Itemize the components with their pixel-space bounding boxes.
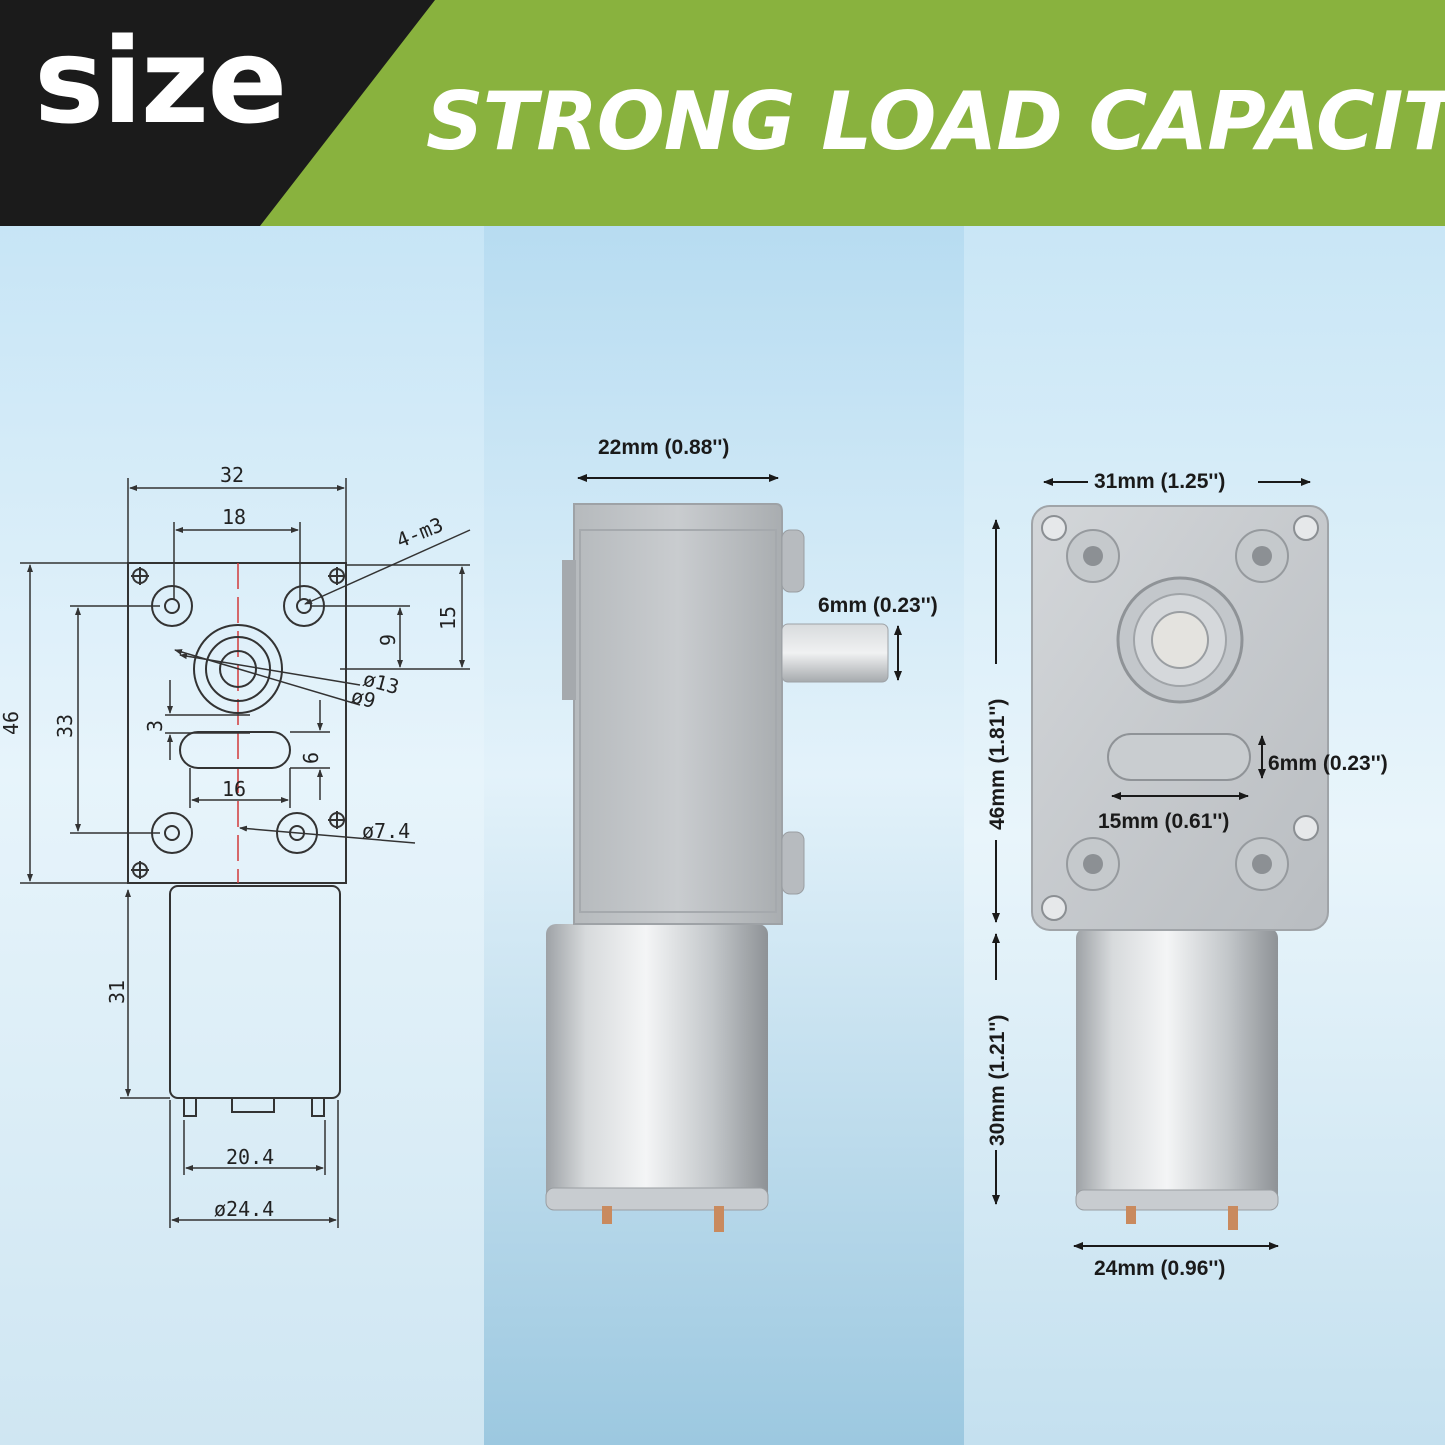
output-shaft: [781, 623, 889, 683]
dim-15: 15: [436, 606, 460, 630]
dim-9: 9: [376, 634, 400, 646]
front-view-dimensions: [992, 478, 1311, 1250]
mount-hole-br: [276, 812, 318, 854]
front-slot: [1107, 733, 1251, 781]
dim-20-4: 20.4: [226, 1145, 274, 1169]
drawing-labels: 32 18 4-m3 15 9 46 33 ø13 ø9 3 6 16 ø7.4…: [0, 463, 460, 1221]
motor-diameter-label: 24mm (0.96''): [1094, 1257, 1225, 1280]
dim-6: 6: [299, 752, 323, 764]
gearbox-height-label: 46mm (1.81''): [986, 699, 1009, 830]
slot-width-label: 15mm (0.61''): [1098, 810, 1229, 833]
panel-technical-drawing: [0, 226, 484, 1445]
motor-can-front: [1076, 928, 1278, 1204]
slot-outline: [179, 731, 291, 769]
gearbox-front-plate: [1031, 505, 1329, 931]
shaft-label: 6mm (0.23''): [818, 594, 938, 617]
dim-31: 31: [105, 980, 129, 1004]
size-badge: size: [34, 12, 287, 150]
motor-side-view: [545, 503, 889, 1232]
dim-32: 32: [220, 463, 244, 487]
motor-height-label: 30mm (1.21''): [986, 1015, 1009, 1146]
headline: STRONG LOAD CAPACITY: [426, 75, 1445, 168]
dim-dia9: ø9: [349, 684, 378, 713]
dim-dia7-4: ø7.4: [362, 819, 410, 843]
motor-outline: [169, 885, 341, 1099]
slot-height-label: 6mm (0.23''): [1268, 752, 1388, 775]
dim-16: 16: [222, 777, 246, 801]
dim-18: 18: [222, 505, 246, 529]
motor-can: [546, 924, 768, 1202]
dim-3: 3: [143, 720, 167, 732]
dim-4m3: 4-m3: [393, 512, 447, 552]
screw-marks: [131, 567, 346, 879]
gearbox-outline: [127, 562, 347, 884]
dim-46: 46: [0, 711, 23, 735]
side-view-dimensions: [577, 474, 902, 681]
motor-front-view: [1031, 505, 1329, 1230]
front-mount-holes: [1066, 529, 1289, 891]
front-width-label: 31mm (1.25''): [1094, 470, 1225, 493]
dim-dia24-4: ø24.4: [214, 1197, 274, 1221]
header-banner: size STRONG LOAD CAPACITY: [0, 0, 1445, 226]
gearbox-body: [573, 503, 783, 925]
shaft-boss: [193, 624, 283, 714]
front-shaft: [1151, 611, 1209, 669]
technical-drawing: [20, 478, 471, 1228]
dim-33: 33: [53, 714, 77, 738]
side-width-label: 22mm (0.88''): [598, 436, 729, 459]
